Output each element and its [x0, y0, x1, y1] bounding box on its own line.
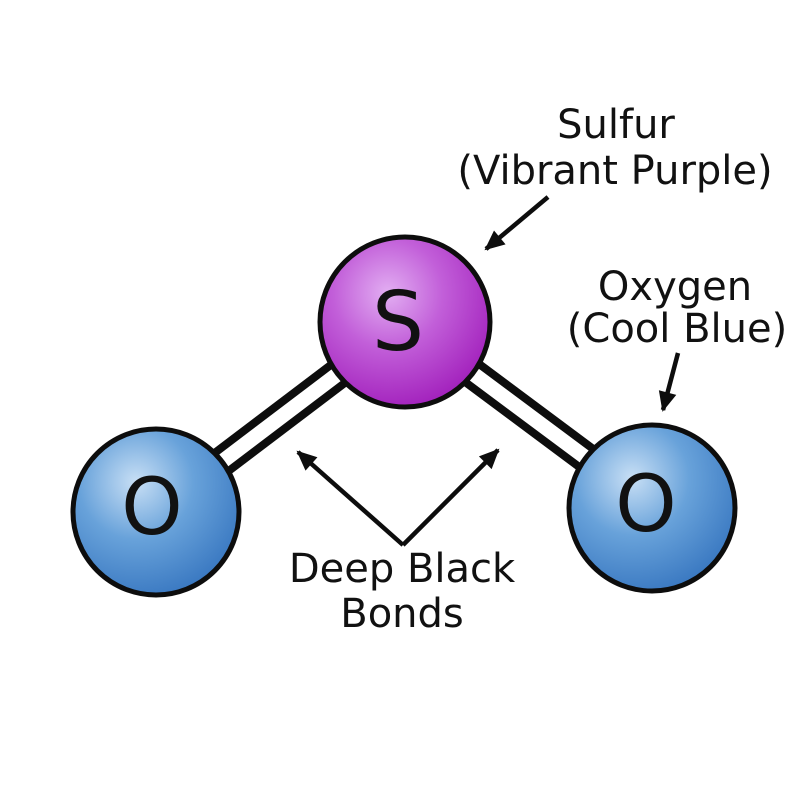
bonds-label-line2: Bonds: [340, 591, 464, 637]
oxygen-annotation: Oxygen (Cool Blue): [567, 264, 787, 412]
sulfur-annotation: Sulfur (Vibrant Purple): [457, 102, 773, 251]
oxygen-atom-left: O: [70, 426, 242, 598]
oxygen-right-symbol: O: [615, 460, 676, 550]
oxygen-sphere: [566, 422, 738, 594]
oxygen-atom-right: O: [566, 422, 738, 594]
sulfur-label-line1: Sulfur: [557, 102, 675, 148]
bonds-annotation: Deep Black Bonds: [289, 448, 516, 637]
oxygen-label-line1: Oxygen: [598, 264, 752, 310]
bonds-arrow-right: [401, 448, 500, 547]
bonds-label-line1: Deep Black: [289, 546, 516, 592]
oxygen-sphere: [70, 426, 242, 598]
sulfur-symbol: S: [372, 275, 424, 370]
sulfur-label-line2: (Vibrant Purple): [457, 148, 772, 194]
sulfur-sphere: [317, 234, 493, 410]
oxygen-label-line2: (Cool Blue): [567, 306, 787, 352]
sulfur-arrow: [484, 195, 550, 251]
oxygen-left-symbol: O: [121, 463, 182, 553]
oxygen-arrow: [658, 352, 681, 412]
sulfur-atom: S: [317, 234, 493, 410]
bonds-arrow-left: [296, 450, 405, 547]
